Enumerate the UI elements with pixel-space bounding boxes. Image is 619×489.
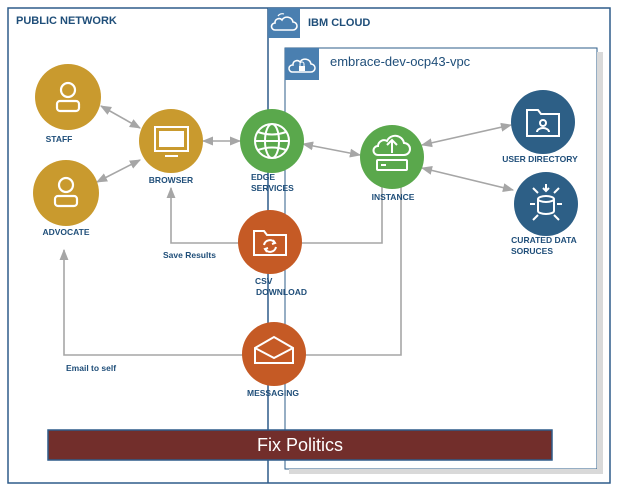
email-to-self-label: Email to self <box>66 363 116 373</box>
node-csv-download[interactable] <box>238 210 302 274</box>
person-icon <box>53 176 79 208</box>
cloud-upload-server-icon <box>372 134 411 171</box>
envelope-icon <box>254 335 294 364</box>
edge-label-line2: SERVICES <box>251 183 294 193</box>
ibm-cloud-icon <box>268 8 300 38</box>
staff-label: STAFF <box>46 134 73 144</box>
connector-instance-curated <box>420 166 515 192</box>
monitor-icon <box>154 126 189 157</box>
curated-label-line1: CURATED DATA <box>511 235 577 245</box>
vpc-icon <box>285 48 319 80</box>
folder-sync-icon <box>253 230 287 256</box>
csv-label-line1: CSV <box>255 276 273 286</box>
vpc-frame-shadow-bottom <box>289 469 603 474</box>
vpc-title: embrace-dev-ocp43-vpc <box>330 54 471 69</box>
folder-user-icon <box>526 109 560 137</box>
node-instance[interactable] <box>360 125 424 189</box>
connector-instance-messaging-advocate <box>59 187 402 356</box>
instance-label: INSTANCE <box>372 192 415 202</box>
connector-edge-instance <box>301 141 362 158</box>
node-messaging[interactable] <box>242 322 306 386</box>
person-icon <box>55 81 81 113</box>
connector-advocate-browser <box>96 159 141 183</box>
curated-label-line2: SORUCES <box>511 246 553 256</box>
public-network-frame <box>7 7 611 484</box>
ibm-cloud-title: IBM CLOUD <box>308 17 370 29</box>
vpc-frame-shadow <box>597 52 603 473</box>
database-icon <box>530 184 562 221</box>
fix-politics-banner: Fix Politics <box>47 429 553 461</box>
node-curated-data[interactable] <box>514 172 578 236</box>
banner-text: Fix Politics <box>257 435 343 455</box>
connector-instance-userdir <box>420 122 513 148</box>
edge-label-line1: EDGE <box>251 172 275 182</box>
browser-label: BROWSER <box>149 175 193 185</box>
node-user-directory[interactable] <box>511 90 575 154</box>
messaging-label: MESSAGING <box>247 388 299 398</box>
advocate-label: ADVOCATE <box>42 227 89 237</box>
node-advocate[interactable] <box>33 160 99 226</box>
csv-label-line2: DOWNLOAD <box>256 287 307 297</box>
node-staff[interactable] <box>35 64 101 130</box>
globe-icon <box>254 123 290 159</box>
public-network-title: PUBLIC NETWORK <box>16 15 117 27</box>
user-directory-label: USER DIRECTORY <box>502 154 578 164</box>
save-results-label: Save Results <box>163 250 216 260</box>
connector-staff-browser <box>100 105 141 129</box>
node-browser[interactable] <box>139 109 203 173</box>
node-edge-services[interactable] <box>240 109 304 173</box>
